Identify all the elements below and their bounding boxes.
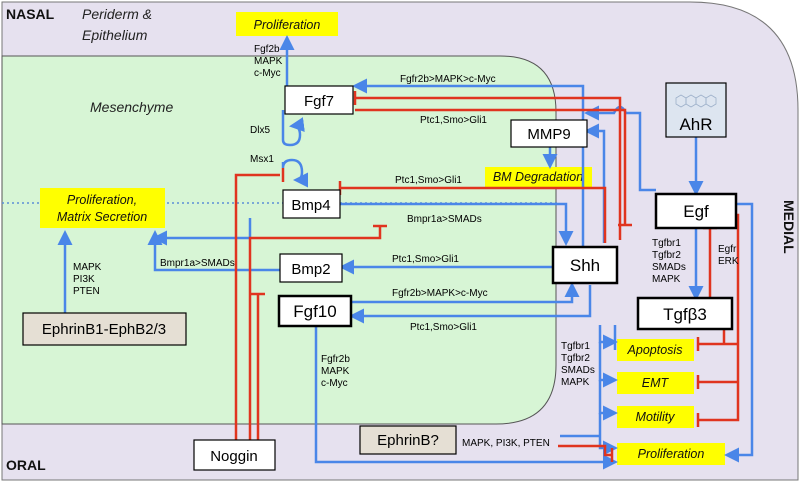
edge-noggin-inhibits-bmp4 bbox=[234, 173, 280, 440]
tgfb-egf-label-4: MAPK bbox=[652, 274, 681, 285]
edge-fgf7-inhibits-shh bbox=[355, 108, 627, 225]
emt-text: EMT bbox=[642, 376, 670, 390]
noggin-node[interactable] bbox=[193, 439, 276, 471]
edge-shh-fgf10 bbox=[349, 285, 592, 324]
ephrinb-out-label: MAPK, PI3K, PTEN bbox=[462, 438, 550, 449]
ephrin-eph-label: EphrinB1-EphB2/3 bbox=[42, 321, 166, 338]
fgf7-node[interactable] bbox=[284, 85, 354, 115]
egf-node[interactable] bbox=[654, 192, 738, 230]
bmp4-label: Bmp4 bbox=[291, 197, 330, 214]
fgf10-down-label-2: MAPK bbox=[321, 366, 350, 377]
proliferation-bottom-text: Proliferation bbox=[638, 447, 705, 461]
proliferation-bottom-box bbox=[617, 443, 725, 465]
shh-fgf7-label: Fgfr2b>MAPK>c-Myc bbox=[400, 74, 496, 85]
shh-label: Shh bbox=[570, 256, 600, 275]
noggin-label: Noggin bbox=[210, 448, 258, 465]
tgfb-out-label-1: Tgfbr1 bbox=[561, 341, 590, 352]
emt-box bbox=[617, 372, 694, 394]
tgfb-out-label-3: SMADs bbox=[561, 365, 595, 376]
bmp2-label: Bmp2 bbox=[291, 261, 330, 278]
tgfb3-label: Tgfβ3 bbox=[663, 305, 707, 324]
ahr-structure-icon bbox=[675, 94, 717, 108]
fgf7-up-label-2: MAPK bbox=[254, 56, 283, 67]
ephrin-eph-node[interactable] bbox=[22, 312, 187, 346]
prolif-matrix-box bbox=[40, 188, 165, 228]
periderm-label-2: Epithelium bbox=[82, 27, 148, 43]
motility-text: Motility bbox=[636, 410, 676, 424]
apoptosis-text: Apoptosis bbox=[627, 343, 683, 357]
egfr-erk-label-1: Egfr bbox=[718, 244, 737, 255]
bmp4-ptc-label: Ptc1,Smo>Gli1 bbox=[395, 175, 462, 186]
mmp9-node[interactable] bbox=[510, 119, 588, 148]
mmp9-label: MMP9 bbox=[527, 126, 570, 143]
apoptosis-box bbox=[617, 339, 694, 361]
bmp2-node[interactable] bbox=[279, 253, 343, 283]
bmp2-smads-label: Bmpr1a>SMADs bbox=[160, 258, 235, 269]
fgf7-shh-label: Ptc1,Smo>Gli1 bbox=[420, 115, 487, 126]
ephrinb-label: EphrinB? bbox=[377, 432, 439, 449]
bm-degradation-box bbox=[485, 167, 592, 187]
tgfb-egf-label-1: Tgfbr1 bbox=[652, 238, 681, 249]
edge-shh-fgf7 bbox=[352, 78, 585, 250]
ahr-node[interactable] bbox=[665, 82, 727, 138]
ephrinb-node[interactable] bbox=[359, 425, 457, 455]
prolif-matrix-text-1: Proliferation, bbox=[67, 193, 137, 207]
nasal-label: NASAL bbox=[6, 6, 55, 22]
bmpr1a-smads-label: Bmpr1a>SMADs bbox=[407, 214, 482, 225]
edge-egf-prolif bbox=[724, 202, 754, 463]
prolif-matrix-text-2: Matrix Secretion bbox=[57, 210, 147, 224]
ephrin-up-label-2: PI3K bbox=[73, 274, 95, 285]
edge-tgfb3-to-proliferation bbox=[598, 413, 618, 456]
edge-msx1-loop bbox=[281, 158, 309, 188]
edge-dlx5-loop bbox=[281, 110, 305, 147]
medial-label: MEDIAL bbox=[781, 200, 797, 254]
tgfb-out-label-4: MAPK bbox=[561, 377, 590, 388]
ahr-label: AhR bbox=[679, 115, 712, 134]
fgf10-down-label-3: c-Myc bbox=[321, 378, 348, 389]
edge-bmp4-shh bbox=[340, 202, 574, 246]
fgf10-fgfr-label: Fgfr2b>MAPK>c-Myc bbox=[392, 288, 488, 299]
ephrin-up-label-3: PTEN bbox=[73, 286, 100, 297]
edge-shh-inhibits-fgf7 bbox=[355, 96, 622, 240]
tgfb3-node[interactable] bbox=[636, 296, 734, 331]
oral-label: ORAL bbox=[6, 457, 46, 473]
proliferation-top-text: Proliferation bbox=[254, 18, 321, 32]
msx1-label: Msx1 bbox=[250, 154, 274, 165]
fgf10-label: Fgf10 bbox=[293, 302, 336, 321]
shh-node[interactable] bbox=[551, 245, 619, 285]
edge-shh-inhibits-bmp4 bbox=[340, 186, 607, 243]
motility-box bbox=[617, 406, 694, 428]
egf-label: Egf bbox=[683, 202, 709, 221]
proliferation-top-box bbox=[236, 12, 338, 36]
fgf7-up-label-1: Fgf2b bbox=[254, 44, 280, 55]
periderm-label-1: Periderm & bbox=[82, 6, 152, 22]
dlx5-label: Dlx5 bbox=[250, 125, 270, 136]
edge-fgf10-shh bbox=[352, 282, 580, 304]
edge-ephrinb-inhibits bbox=[558, 444, 612, 457]
fgf10-node[interactable] bbox=[277, 294, 353, 328]
edge-egf-mmp9 bbox=[584, 105, 656, 192]
bmp2-ptc-label: Ptc1,Smo>Gli1 bbox=[392, 254, 459, 265]
tgfb-egf-label-3: SMADs bbox=[652, 262, 686, 273]
egfr-erk-label-2: ERK bbox=[718, 256, 739, 267]
tgfb-out-label-2: Tgfbr2 bbox=[561, 353, 590, 364]
bmp4-node[interactable] bbox=[282, 189, 341, 219]
edge-noggin-inhibits-bmpr1a bbox=[248, 226, 382, 440]
edge-fgf10-proliferation bbox=[314, 325, 618, 470]
fgf10-down-label-1: Fgfr2b bbox=[321, 354, 350, 365]
edge-bmp2-prolif bbox=[147, 230, 280, 272]
ephrin-up-label-1: MAPK bbox=[73, 262, 102, 273]
fgf10-ptc-label: Ptc1,Smo>Gli1 bbox=[410, 322, 477, 333]
fgf7-label: Fgf7 bbox=[304, 93, 334, 110]
bm-degradation-text: BM Degradation bbox=[493, 170, 583, 184]
tgfb-egf-label-2: Tgfbr2 bbox=[652, 250, 681, 261]
mesenchyme-label: Mesenchyme bbox=[90, 99, 173, 115]
fgf7-up-label-3: c-Myc bbox=[254, 68, 281, 79]
